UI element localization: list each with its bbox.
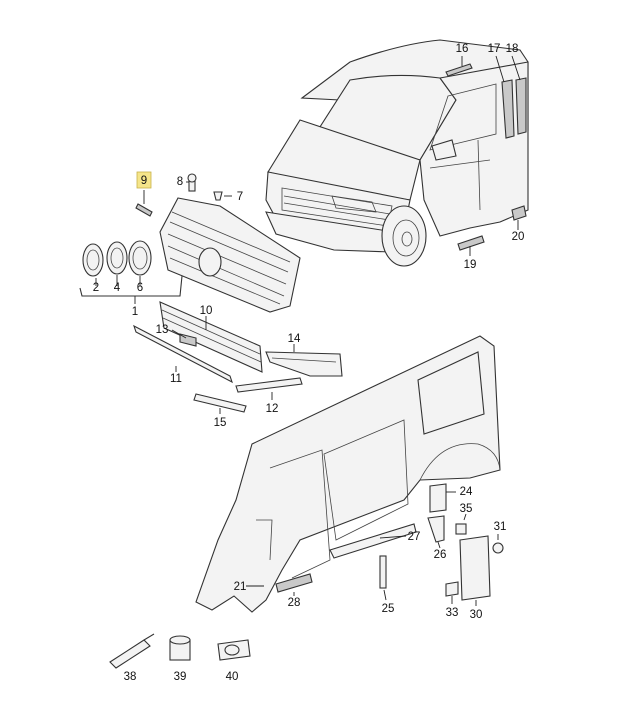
callout-4[interactable]: 4	[114, 282, 121, 294]
callout-9-highlight	[136, 171, 152, 189]
lower-grille	[133, 301, 343, 413]
callout-28[interactable]: 28	[288, 597, 301, 609]
leader-lines	[79, 55, 521, 606]
callout-25[interactable]: 25	[382, 603, 395, 615]
callout-labels: 9 8 7 2 4 6 1 10 13 14 11 12 15 16 17 18…	[93, 43, 525, 683]
body-side-panel	[195, 335, 504, 613]
callout-10[interactable]: 10	[200, 305, 213, 317]
callout-1[interactable]: 1	[132, 306, 138, 318]
callout-6[interactable]: 6	[137, 282, 143, 294]
callout-40[interactable]: 40	[226, 671, 239, 683]
callout-11[interactable]: 11	[170, 373, 182, 385]
callout-2[interactable]: 2	[93, 282, 99, 294]
callout-9[interactable]: 9	[141, 175, 147, 187]
callout-18[interactable]: 18	[506, 43, 519, 55]
callout-24[interactable]: 24	[460, 486, 473, 498]
callout-14[interactable]: 14	[288, 333, 301, 345]
callout-17[interactable]: 17	[488, 43, 501, 55]
callout-13[interactable]: 13	[156, 324, 169, 336]
small-fasteners-top	[135, 173, 223, 217]
callout-15[interactable]: 15	[214, 417, 227, 429]
callout-20[interactable]: 20	[512, 231, 525, 243]
callout-12[interactable]: 12	[266, 403, 279, 415]
tools-and-consumables	[109, 633, 251, 669]
radiator-grille	[159, 197, 301, 313]
callout-27[interactable]: 27	[408, 531, 421, 543]
callout-16[interactable]: 16	[456, 43, 469, 55]
callout-38[interactable]: 38	[124, 671, 137, 683]
callout-33[interactable]: 33	[446, 607, 459, 619]
callout-21[interactable]: 21	[234, 581, 247, 593]
emblem-parts	[82, 240, 152, 277]
callout-35[interactable]: 35	[460, 503, 473, 515]
callout-19[interactable]: 19	[464, 259, 477, 271]
callout-8[interactable]: 8	[177, 176, 183, 188]
callout-7[interactable]: 7	[237, 191, 243, 203]
van-illustration	[265, 39, 529, 267]
callout-30[interactable]: 30	[470, 609, 483, 621]
callout-31[interactable]: 31	[494, 521, 507, 533]
callout-26[interactable]: 26	[434, 549, 447, 561]
callout-39[interactable]: 39	[174, 671, 187, 683]
